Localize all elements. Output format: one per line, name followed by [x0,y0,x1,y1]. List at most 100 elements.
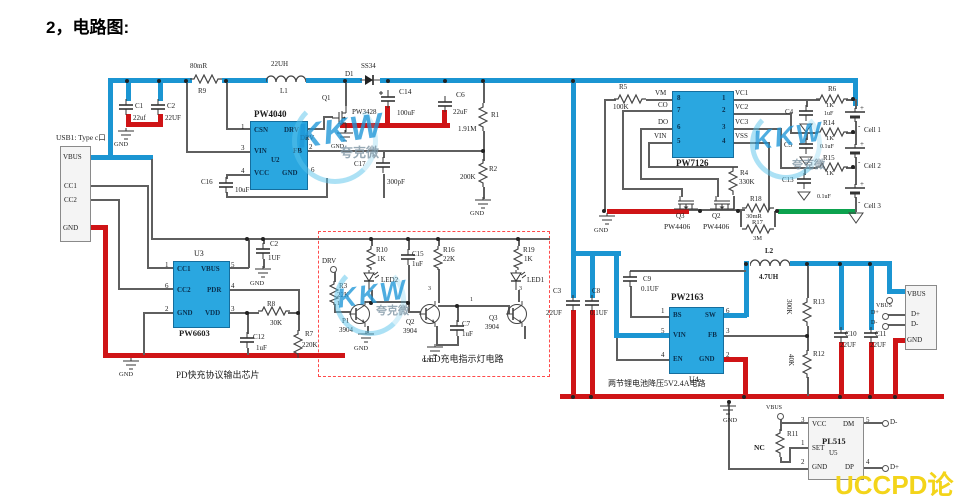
u5-pin-vcc: VCC [812,420,827,428]
wire [888,314,906,316]
wire [186,83,188,153]
wire [728,468,808,470]
capacitor-c13-icon [797,173,811,189]
cell3-label: Cell 3 [864,202,881,210]
gnd-label: GND [250,280,265,287]
u2-ref: U2 [271,156,280,164]
r5-ref: R5 [619,83,628,91]
wire [228,289,299,291]
gnd-label: GND [422,357,437,364]
cell2-plus: + [860,140,864,148]
wire [622,110,624,190]
wire [438,238,440,246]
c16-value: 10uF [235,186,250,194]
wire [640,178,718,180]
l2-value: 4.7UH [759,273,779,281]
wire [345,83,347,106]
r14-value: 1K [826,135,834,142]
usb-output-connector [905,285,937,350]
p1-value: 3904 [339,326,353,334]
junction-dot [698,209,702,213]
resistor-r3-icon [328,281,340,305]
wire-red [839,342,844,396]
r16-ref: R16 [443,246,455,254]
q2m-ref: Q2 [712,212,721,220]
mosfet-q2-pw4406-icon [710,196,734,214]
q2-value: 3904 [403,327,417,335]
wire [248,238,250,268]
wire [457,305,459,322]
wire-red [103,225,108,358]
wire-red [158,114,163,126]
u5-num2: 2 [801,458,805,466]
wire-blue [571,83,576,298]
u6-pin-do: DO [658,118,669,126]
resistor-r12-icon [801,350,813,378]
wire-red [722,357,748,362]
wire-blue [306,78,362,83]
wire [689,209,745,211]
wire [740,211,742,227]
q2m-value: PW4406 [703,222,730,231]
gnd-label: GND [594,227,609,234]
junction-dot [406,237,410,241]
wire [436,344,459,346]
junction-dot [851,165,855,169]
wire [807,326,809,351]
u6-num6: 6 [677,123,681,131]
battery-cell2-icon [843,144,867,158]
wire [334,272,336,282]
junction-dot [157,79,161,83]
u4-num2: 2 [726,351,730,359]
wire [151,159,153,240]
wire-blue [744,261,749,317]
u2-pin-csn: CSN [254,126,269,134]
c7-value: 1uF [462,330,473,338]
dm-terminal [882,420,889,427]
wire [789,447,808,449]
r7-ref: R7 [305,330,314,338]
capacitor-c10-icon [834,327,848,343]
u5-dminus-label: D- [890,418,898,426]
junction-dot [436,237,440,241]
watermark-quark: 夸克微 [792,159,825,171]
cell2-label: Cell 2 [864,162,881,170]
watermark-circle [292,98,378,184]
wire-red [869,342,874,396]
r5-value: 100K [613,103,629,111]
q3m-value: PW4406 [664,222,691,231]
c8-value: 0.1UF [590,309,608,317]
usb-in-vbus: VBUS [63,153,82,161]
r19-ref: R19 [523,246,535,254]
usb-in-label: USB1: Type c口 [56,133,106,142]
u4-num1: 1 [661,307,665,315]
dplus-terminal [882,313,889,320]
wire-red [385,106,390,125]
wire [732,99,820,101]
u5-num4: 4 [866,458,870,466]
u6-num1: 1 [722,94,726,102]
wire [640,128,642,180]
c2b-value: 1UF [268,254,281,262]
wire [780,417,782,423]
q3m-ref: Q3 [676,212,685,220]
r7-value: 220K [302,341,318,349]
wire [630,286,632,317]
r9-value: 80mR [190,62,208,70]
junction-dot [369,237,373,241]
junction-dot [838,395,842,399]
d1-ref: D1 [345,70,354,78]
cell2-minus: - [858,158,861,166]
junction-dot [296,311,300,315]
wire [604,99,606,210]
usb-out-t-vbus: VBUS [876,303,893,309]
capacitor-c6-icon [438,96,452,112]
resistor-r18-icon [742,202,774,214]
wire-blue [887,289,907,294]
junction-dot [184,79,188,83]
led-indicator-box [318,231,550,377]
c12-value: 1uF [256,344,267,352]
cell1-plus: + [860,104,864,112]
junction-dot [245,237,249,241]
wire-red [340,123,450,128]
